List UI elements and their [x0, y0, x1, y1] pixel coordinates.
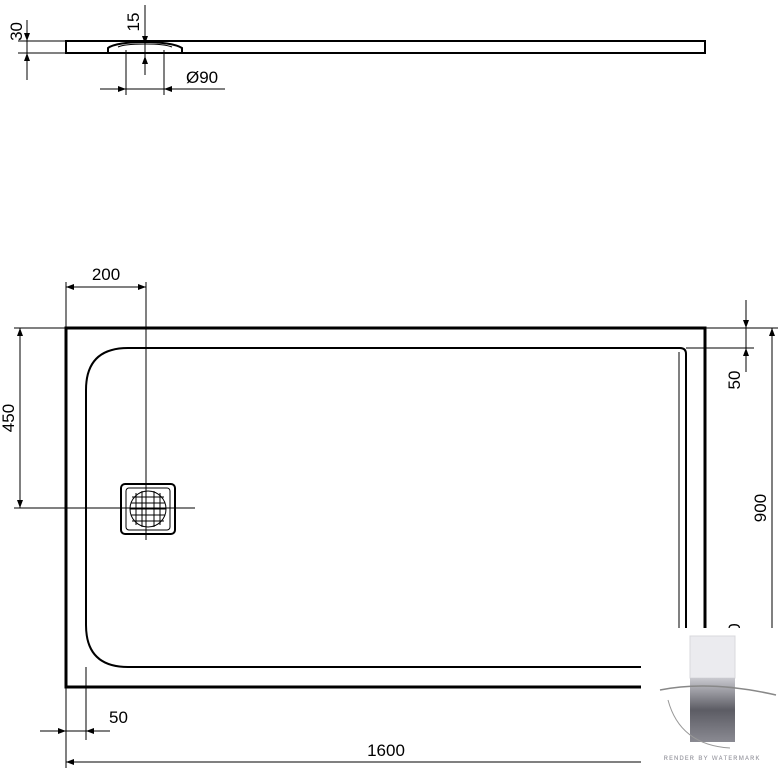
rim-width-label: 50: [725, 371, 744, 390]
drain-depth-label: 15: [124, 13, 143, 32]
arrow: [164, 86, 172, 92]
drain-diameter-label: Ø90: [186, 68, 218, 87]
arrow: [58, 728, 66, 734]
arrow: [24, 33, 30, 41]
arrow: [17, 500, 23, 508]
arrow: [138, 284, 146, 290]
bottom-rim-label: 50: [109, 708, 128, 727]
drain-profile: [107, 41, 183, 54]
arrow: [66, 759, 74, 765]
arrow: [66, 284, 74, 290]
arrow: [743, 320, 749, 328]
arrow: [24, 53, 30, 61]
tray-profile: [65, 40, 706, 54]
height-dimension-label: 30: [7, 22, 26, 41]
top-view: 200 450 50 900 0 50 1600: [0, 265, 778, 768]
watermark-logo: ʀᴇɴᴅᴇʀ ʙʏ ᴡᴀᴛᴇʀᴍᴀʀᴋ: [641, 628, 779, 768]
arrow: [17, 328, 23, 336]
drain-grate: [120, 483, 176, 535]
drain-position-label: 450: [0, 404, 18, 432]
side-view: 30 15 Ø90: [7, 5, 706, 95]
arrow: [118, 86, 126, 92]
arrow: [769, 328, 775, 336]
watermark-text: ʀᴇɴᴅᴇʀ ʙʏ ᴡᴀᴛᴇʀᴍᴀʀᴋ: [664, 753, 761, 762]
arrow: [142, 36, 148, 44]
tray-basin: [85, 347, 687, 668]
drain-offset-label: 200: [92, 265, 120, 284]
tray-width-label: 900: [751, 494, 770, 522]
arrow: [743, 348, 749, 356]
arrow: [86, 728, 94, 734]
tray-length-label: 1600: [367, 741, 405, 760]
arrow: [142, 56, 148, 64]
